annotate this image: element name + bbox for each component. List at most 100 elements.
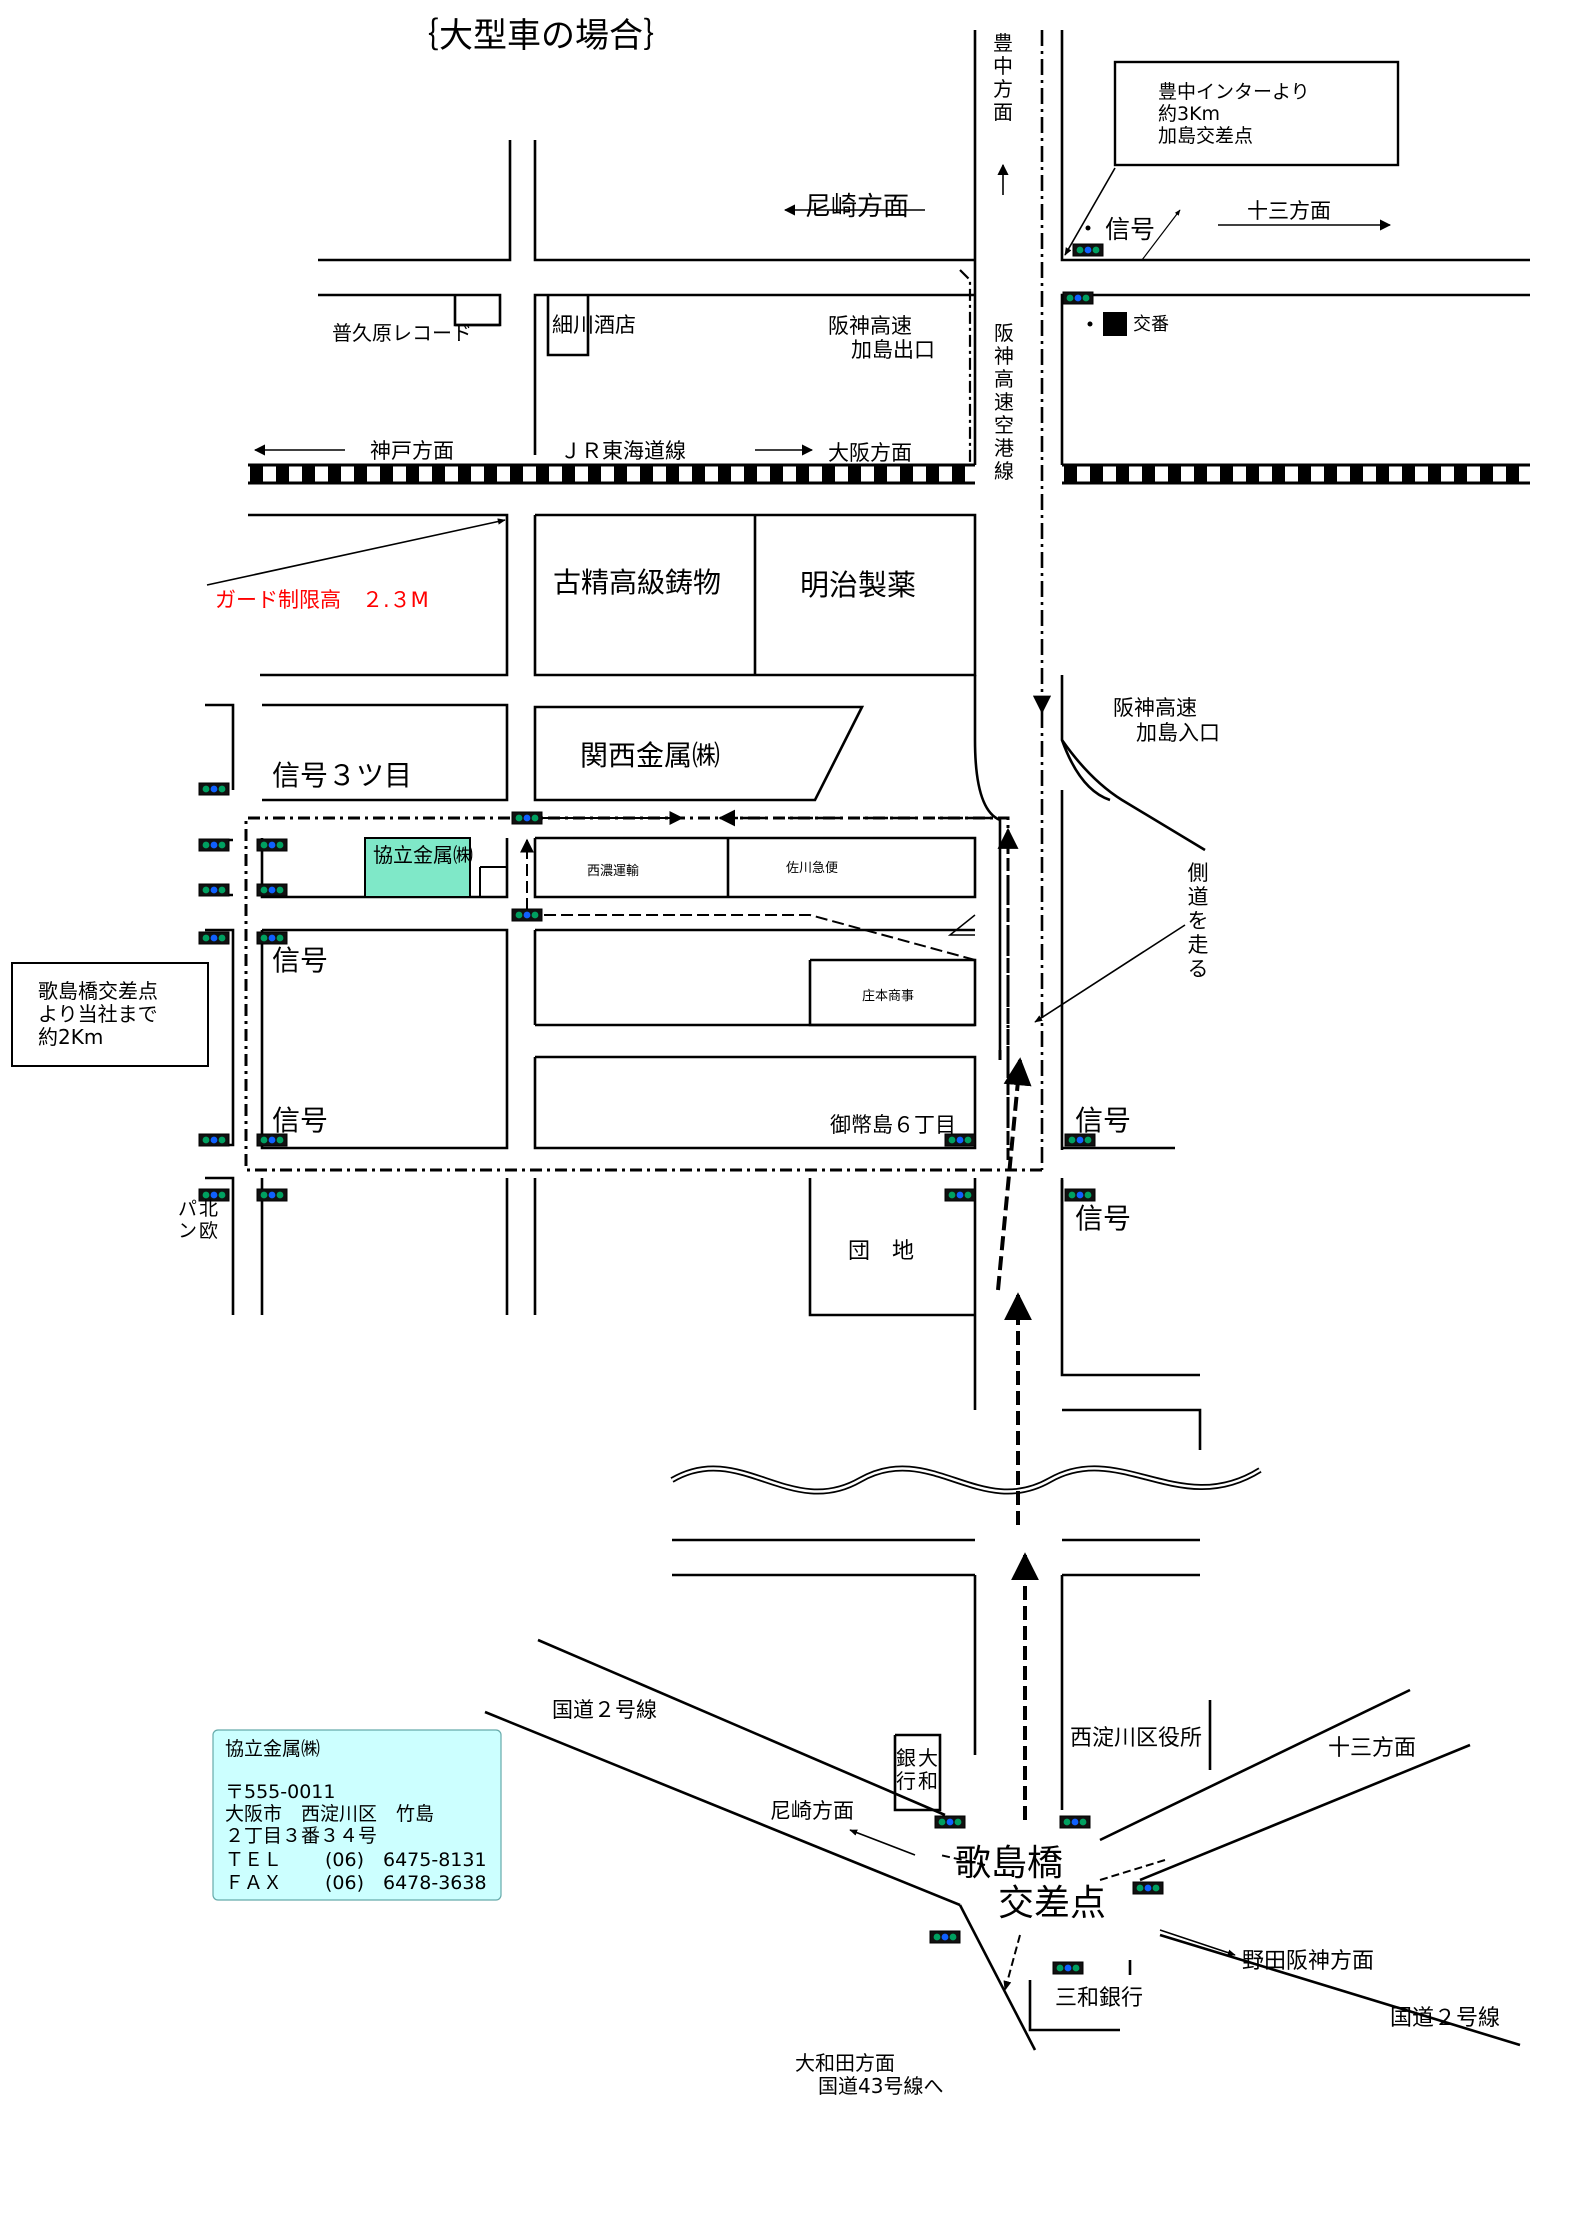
traffic-signals [198,243,1164,1975]
label-utajimabashi-2: 交差点 [998,1883,1106,1924]
railway-tie [1428,465,1441,483]
map-title: ｛大型車の場合｝ [405,16,677,56]
railway-tie [1298,465,1311,483]
label-signal-low-left: 信号 [272,1104,328,1137]
label-hanshin-exit-1: 阪神高速 [828,314,912,338]
railway-tie [432,465,445,483]
label-hanshin-entry-2: 加島入口 [1136,721,1220,745]
traffic-signal-icon [198,883,230,897]
railway-tie [1454,465,1467,483]
note-toyonaka-2: 約3Km [1158,103,1220,125]
traffic-signal-icon [944,1188,976,1202]
label-hosokawa: 細川酒店 [552,313,636,337]
railway-tie [900,465,913,483]
label-shingou-3: 信号３ツ目 [272,759,412,792]
label-toyonaka: 豊中方面 [993,31,1013,124]
label-kawamoto: 庄本商事 [862,988,914,1004]
info-fax-label: ＦＡＸ [225,1872,282,1894]
traffic-signal-icon [944,1133,976,1147]
traffic-signal-icon [198,1188,230,1202]
railway-tie [1220,465,1233,483]
info-fax: (06) 6478-3638 [325,1872,487,1894]
label-signal-top-right: 信号 [1105,215,1155,244]
info-address2: ２丁目３番３４号 [225,1825,377,1847]
label-kansai: 関西金属㈱ [580,739,720,772]
label-meiji: 明治製薬 [800,568,916,602]
toyonaka-note-box [1113,60,1400,167]
railway-tie [1272,465,1285,483]
railway-tie [874,465,887,483]
railway-tie [484,465,497,483]
railway-tie [1194,465,1207,483]
railway-tie [718,465,731,483]
railway-tie [562,465,575,483]
road-lines [205,30,1530,2051]
traffic-signal-icon [1064,1133,1096,1147]
koban-marker [1103,312,1127,336]
railway-tie [1402,465,1415,483]
label-hokuo: 北欧パン [178,1198,218,1242]
railway-tie [1480,465,1493,483]
railway-tie [1090,465,1103,483]
traffic-signal-icon [1132,1881,1164,1895]
company-block [364,837,471,898]
river [670,1465,1262,1495]
label-sokudo: 側道を走る [1188,861,1209,981]
label-amagasaki-bottom: 尼崎方面 [770,1799,854,1823]
info-tel-label: ＴＥＬ [225,1849,282,1871]
label-hanshin-airport: 阪神高速空港線 [994,321,1014,483]
railway-tie [354,465,367,483]
label-koban: 交番 [1133,314,1169,335]
railway-tie [1116,465,1129,483]
railway-tie [380,465,393,483]
traffic-signal-icon [198,838,230,852]
company-info-box [212,1729,502,1901]
railway-tie [1506,465,1519,483]
traffic-signal-icon [1062,291,1094,305]
label-kosei: 古精高級鋳物 [553,566,721,599]
label-kuhara-record: 普久原レコード [332,321,472,345]
label-danchi: 団 地 [848,1239,914,1264]
label-signal-low-right: 信号 [1075,1104,1131,1137]
vertical-labels: 豊中方面 阪神高速空港線 側道を走る 北欧パン 大和銀行 [178,31,1208,1793]
note-utajimabashi-2: より当社まで [38,1002,158,1026]
label-guard-height: ガード制限高 ２.３M [215,588,429,612]
traffic-signal-icon [198,1133,230,1147]
railway-tie [1246,465,1259,483]
railway-tie [744,465,757,483]
label-jr-line: ＪＲ東海道線 [560,439,686,463]
railway-ties [250,465,1519,483]
label-kokudo2-left: 国道２号線 [552,1698,657,1722]
label-yamato-bank: 大和銀行 [896,1746,938,1793]
traffic-signal-icon [256,1188,288,1202]
railway-tie [1324,465,1337,483]
route-dashed [244,30,1181,1991]
label-sanwa: 三和銀行 [1055,1986,1143,2011]
label-kyoritsu: 協立金属㈱ [373,843,473,867]
note-toyonaka-3: 加島交差点 [1158,125,1253,147]
traffic-signal-icon [934,1815,966,1829]
traffic-signal-icon [1052,1961,1084,1975]
label-signal-bottom-right: 信号 [1075,1202,1131,1235]
utajimabashi-note-box [11,962,209,1067]
traffic-signal-icon [256,1133,288,1147]
traffic-signal-icon [929,1930,961,1944]
labels: ｛大型車の場合｝ 豊中インターより 約3Km 加島交差点 尼崎方面 十三方面 信… [38,16,1500,2098]
railway-tie [328,465,341,483]
railway-tie [1064,465,1077,483]
label-yamato-1: 大和田方面 [795,2051,895,2075]
label-seino: 西濃運輸 [587,864,639,879]
railway-tie [276,465,289,483]
railway-tie [588,465,601,483]
railway-tie [692,465,705,483]
label-juso-top: 十三方面 [1247,199,1331,223]
railway-tie [770,465,783,483]
railway-tie [848,465,861,483]
railway-tie [1350,465,1363,483]
railway-tie [666,465,679,483]
label-juso-bottom: 十三方面 [1328,1736,1416,1761]
info-name: 協立金属㈱ [225,1738,320,1760]
info-postal: 〒555-0011 [225,1781,335,1803]
